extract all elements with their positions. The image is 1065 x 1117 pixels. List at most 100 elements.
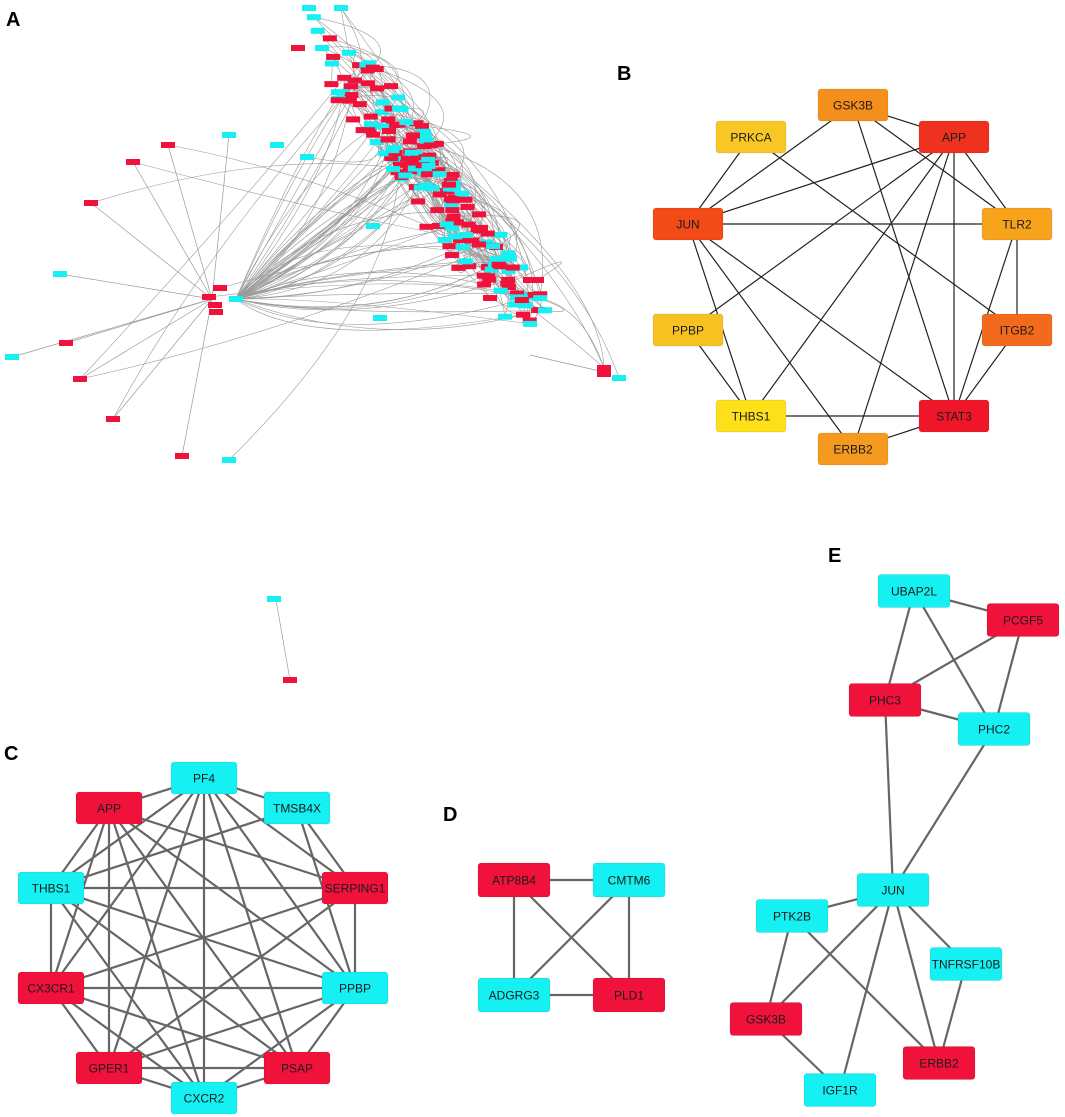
panel-a-edge: [112, 70, 368, 420]
node-prkca[interactable]: PRKCA: [715, 120, 787, 154]
node-box: [918, 120, 990, 154]
panel-a-node: [84, 200, 98, 206]
node-app[interactable]: APP: [75, 791, 143, 825]
node-box: [321, 971, 389, 1005]
node-erbb2[interactable]: ERBB2: [902, 1046, 976, 1080]
panel-b-label: B: [617, 63, 631, 85]
node-erbb2[interactable]: ERBB2: [817, 432, 889, 466]
node-cmtm6[interactable]: CMTM6: [592, 862, 666, 898]
panel-a-node: [404, 159, 419, 166]
node-app[interactable]: APP: [918, 120, 990, 154]
node-cxcr2[interactable]: CXCR2: [170, 1081, 238, 1115]
panel-a-node: [229, 296, 243, 302]
panel-a-spoke: [90, 202, 213, 300]
panel-a-edge: [376, 68, 414, 151]
panel-a-node: [334, 5, 348, 11]
node-phc2[interactable]: PHC2: [957, 712, 1031, 746]
node-pcgf5[interactable]: PCGF5: [986, 603, 1060, 637]
node-box: [652, 313, 724, 347]
panel-a-node: [352, 62, 367, 69]
panel-a-node: [175, 453, 189, 459]
node-tlr2[interactable]: TLR2: [981, 207, 1053, 241]
node-gper1[interactable]: GPER1: [75, 1051, 143, 1085]
panel-a-edge: [235, 266, 489, 308]
node-thbs1[interactable]: THBS1: [715, 399, 787, 433]
node-box: [75, 1051, 143, 1085]
panel-a-edge: [507, 261, 562, 284]
node-box: [803, 1073, 877, 1107]
panel-a-edge: [235, 298, 531, 325]
panel-a-node: [399, 155, 414, 162]
panel-a-node: [410, 154, 425, 161]
panel-a-spoke: [112, 298, 213, 420]
panel-a-node: [411, 198, 426, 205]
node-ppbp[interactable]: PPBP: [321, 971, 389, 1005]
panel-a-node: [378, 150, 393, 157]
edge-app-jun: [687, 136, 955, 225]
node-stat3[interactable]: STAT3: [918, 399, 990, 433]
panel-a-node: [493, 263, 508, 270]
node-cx3cr1[interactable]: CX3CR1: [17, 971, 85, 1005]
node-jun[interactable]: JUN: [652, 207, 724, 241]
panel-a-node: [455, 244, 470, 251]
panel-a-node: [421, 171, 436, 178]
panel-a-spoke: [181, 298, 213, 457]
panel-a-node: [409, 120, 424, 127]
panel-a-node: [452, 236, 467, 243]
node-phc3[interactable]: PHC3: [848, 683, 922, 717]
node-itgb2[interactable]: ITGB2: [981, 313, 1053, 347]
panel-a-node: [493, 231, 508, 238]
panel-a-node: [533, 295, 548, 302]
node-tmsb4x[interactable]: TMSB4X: [263, 791, 331, 825]
node-pf4[interactable]: PF4: [170, 761, 238, 795]
panel-a-node: [439, 221, 454, 228]
panel-a-node: [344, 92, 359, 99]
node-igf1r[interactable]: IGF1R: [803, 1073, 877, 1107]
node-ppbp[interactable]: PPBP: [652, 313, 724, 347]
edge-serping1-cx3cr1: [50, 886, 356, 990]
node-ptk2b[interactable]: PTK2B: [755, 899, 829, 933]
panel-a-node: [476, 272, 491, 279]
node-box: [715, 120, 787, 154]
node-psap[interactable]: PSAP: [263, 1051, 331, 1085]
panel-a-edge: [387, 108, 424, 140]
panel-a-node: [518, 302, 533, 309]
panel-a-node: [480, 230, 495, 237]
panel-a-spoke: [167, 144, 213, 300]
node-jun[interactable]: JUN: [856, 873, 930, 907]
edge-app-erbb2: [852, 136, 955, 450]
panel-a-edge: [376, 88, 531, 324]
node-thbs1[interactable]: THBS1: [17, 871, 85, 905]
panel-a-node: [501, 276, 516, 283]
edge-pcgf5-phc2: [992, 619, 1025, 730]
panel-a-node: [597, 371, 611, 377]
node-label: THBS1: [32, 882, 71, 896]
node-gsk3b[interactable]: GSK3B: [729, 1002, 803, 1036]
node-gsk3b[interactable]: GSK3B: [817, 88, 889, 122]
node-ubap2l[interactable]: UBAP2L: [877, 574, 951, 608]
node-serping1[interactable]: SERPING1: [321, 871, 389, 905]
panel-a-edge: [235, 151, 411, 300]
panel-a-node: [314, 44, 329, 51]
node-label: GPER1: [89, 1062, 130, 1076]
panel-a-node: [458, 196, 473, 203]
edge-pf4-cx3cr1: [50, 777, 205, 989]
panel-a-edge: [235, 280, 534, 300]
node-tnfrsf10b[interactable]: TNFRSF10B: [929, 947, 1003, 981]
node-label: TMSB4X: [273, 802, 321, 816]
node-pld1[interactable]: PLD1: [592, 977, 666, 1013]
node-atp8b4[interactable]: ATP8B4: [477, 862, 551, 898]
node-label: APP: [942, 131, 966, 145]
edge-ppbp-gper1: [108, 986, 356, 1070]
node-label: GSK3B: [833, 99, 873, 113]
node-adgrg3[interactable]: ADGRG3: [477, 977, 551, 1013]
panel-a-edge: [228, 164, 401, 461]
panel-a-node: [337, 74, 352, 81]
node-label: PTK2B: [773, 910, 811, 924]
panel-a-node: [352, 101, 367, 108]
panel-a-spoke: [132, 161, 213, 300]
panel-a-node: [538, 307, 552, 314]
panel-a-network: [5, 5, 626, 683]
panel-a-node: [445, 207, 460, 214]
panel-a-node: [405, 132, 420, 139]
